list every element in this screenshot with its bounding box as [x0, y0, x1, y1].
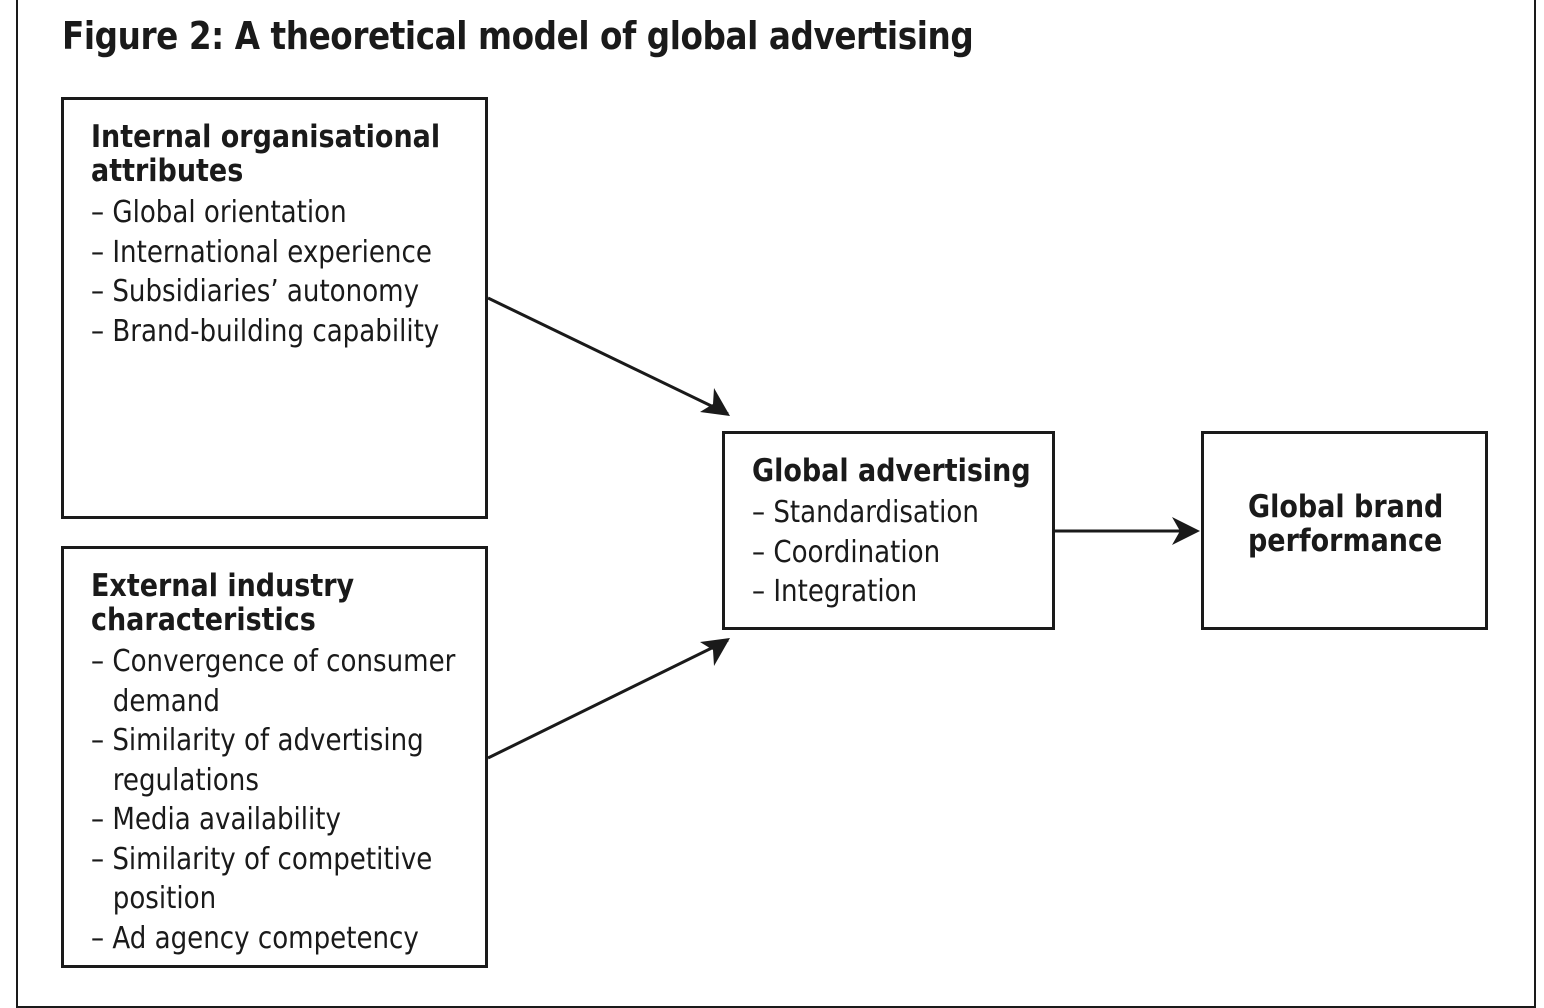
list-item: – Similarity of competitive position	[91, 841, 433, 917]
list-item: – Ad agency competency	[91, 920, 419, 956]
internal-attributes-heading: Internal organisational attributes	[91, 120, 440, 188]
list-item: – Integration	[752, 574, 918, 609]
external-characteristics-box: External industry characteristics – Conv…	[61, 546, 488, 968]
internal-attributes-list: – Global orientation – International exp…	[91, 193, 440, 351]
list-item: – Similarity of advertising regulations	[91, 723, 424, 798]
internal-attributes-box: Internal organisational attributes – Glo…	[61, 97, 488, 519]
global-brand-performance-heading: Global brand performance	[1248, 490, 1443, 558]
global-advertising-heading: Global advertising	[752, 454, 1031, 488]
list-item: – Subsidiaries’ autonomy	[91, 274, 420, 309]
list-item: – Convergence of consumer demand	[91, 644, 456, 719]
list-item: – International experience	[91, 234, 432, 270]
global-brand-performance-box: Global brand performance	[1201, 431, 1488, 630]
external-characteristics-list: – Convergence of consumer demand – Simil…	[91, 642, 455, 958]
list-item: – Coordination	[752, 534, 941, 570]
heading-line: attributes	[91, 153, 244, 189]
heading-line: Global brand	[1248, 489, 1444, 525]
global-advertising-list: – Standardisation – Coordination – Integ…	[752, 493, 1031, 612]
heading-line: Internal organisational	[91, 119, 441, 155]
figure-title: Figure 2: A theoretical model of global …	[62, 14, 974, 58]
list-item: – Media availability	[91, 802, 341, 837]
heading-line: performance	[1248, 523, 1443, 559]
list-item: – Brand-building capability	[91, 313, 440, 349]
global-advertising-box: Global advertising – Standardisation – C…	[722, 431, 1055, 630]
list-item: – Global orientation	[91, 195, 347, 230]
heading-line: Global advertising	[752, 453, 1031, 489]
heading-line: characteristics	[91, 602, 316, 638]
external-characteristics-heading: External industry characteristics	[91, 569, 455, 637]
list-item: – Standardisation	[752, 495, 979, 530]
heading-line: External industry	[91, 568, 355, 604]
